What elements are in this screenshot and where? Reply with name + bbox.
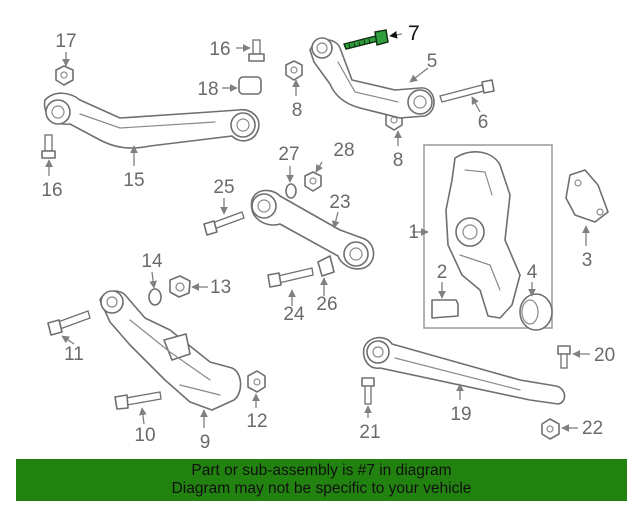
leader-lines [45,30,590,432]
callout-labels: 1 2 3 4 5 6 7 8 8 9 10 11 12 13 14 15 16… [41,22,615,453]
callout-7-highlighted: 7 [408,22,420,45]
part-25-bolt [203,211,245,236]
part-18-bushing [238,76,262,95]
part-27-washer [285,183,297,199]
part-16-bolt-left [41,134,56,159]
part-12-nut [247,370,266,393]
callout-21: 21 [359,422,380,443]
callout-24: 24 [283,304,305,325]
part-2-sensor [431,299,459,319]
part-22-nut [541,418,560,440]
callout-17: 17 [55,31,76,52]
part-26-plate [317,255,335,277]
callout-18: 18 [197,79,218,100]
part-24-bolt [267,267,314,288]
callout-5: 5 [427,51,438,72]
callout-14: 14 [141,251,163,272]
callout-1: 1 [408,222,419,243]
part-28-nut [304,171,322,192]
callout-8-upper: 8 [292,100,303,121]
part-20-bolt [557,345,571,369]
part-4-bushing [519,293,553,331]
callout-19: 19 [450,404,471,425]
part-23-link [250,189,375,270]
callout-16-top: 16 [209,39,230,60]
part-8-nut-upper [285,60,303,81]
part-1-knuckle [445,151,521,319]
callout-11: 11 [64,344,84,365]
part-17-nut [55,65,74,86]
part-11-bolt [47,310,91,336]
banner-line-disclaimer: Diagram may not be specific to your vehi… [171,480,472,497]
callout-8-lower: 8 [393,150,404,171]
callout-22: 22 [582,418,603,439]
callout-13: 13 [210,277,231,298]
part-13-nut [169,275,191,298]
callout-10: 10 [134,425,155,446]
banner-line-part: Part or sub-assembly is #7 in diagram [191,462,452,479]
callout-28: 28 [333,140,354,161]
callout-15: 15 [123,170,144,191]
callout-25: 25 [213,177,234,198]
part-14-washer [148,288,162,306]
callout-4: 4 [527,262,538,283]
callout-16-left: 16 [41,180,62,201]
part-15-control-arm [43,92,260,149]
part-9-lower-arm [99,290,242,411]
info-banner: Part or sub-assembly is #7 in diagram Di… [16,459,627,501]
callout-23: 23 [329,192,350,213]
callout-2: 2 [437,262,448,283]
callout-9: 9 [200,432,211,453]
part-21-bolt [361,377,375,405]
callout-26: 26 [316,294,337,315]
callout-27: 27 [278,144,299,165]
callout-6: 6 [478,112,489,133]
callout-12: 12 [246,411,267,432]
part-5-camber-arm [309,37,435,119]
part-3-bracket [565,169,609,223]
part-6-bolt [439,79,495,103]
part-16-bolt-top [248,39,265,62]
callout-20: 20 [594,345,615,366]
part-10-bolt [114,391,162,410]
part-7-bolt-highlighted [343,29,389,50]
part-1-group-frame [423,144,553,329]
part-19-link [362,336,566,405]
callout-3: 3 [582,250,593,271]
